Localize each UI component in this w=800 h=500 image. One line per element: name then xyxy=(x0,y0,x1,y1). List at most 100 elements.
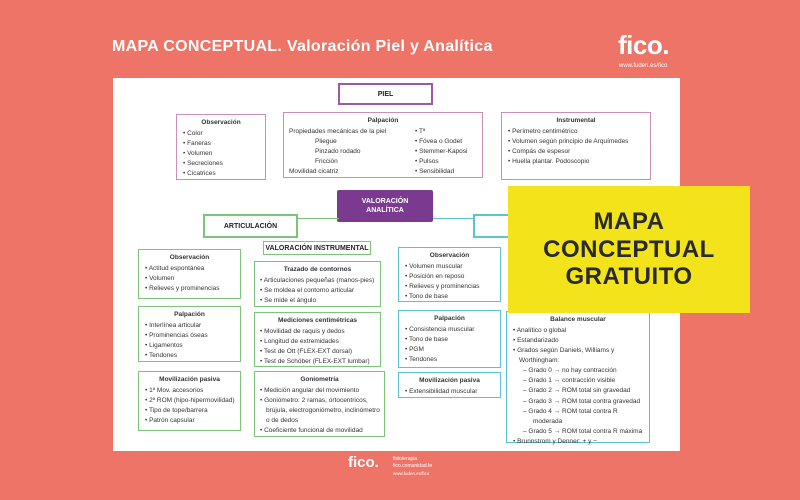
list-item: • Prominencias óseas xyxy=(145,332,208,340)
footer-brand-line1: fisioterapia xyxy=(393,456,418,462)
list-item: • Patrón capsular xyxy=(145,417,195,425)
mus-observacion-box: Observación • Volumen muscular• Posición… xyxy=(398,247,501,302)
list-item: • Test de Schöber (FLEX-EXT lumbar) xyxy=(260,358,370,366)
list-item: • Volumen xyxy=(145,275,175,283)
goniometria-box: Goniometría • Medición angular del movim… xyxy=(254,371,385,437)
mediciones-box: Mediciones centimétricas • Movilidad de … xyxy=(254,312,381,367)
list-item: • Estandarizado xyxy=(513,337,559,345)
art-palpacion-title: Palpación xyxy=(174,311,205,318)
list-item: • Sensibilidad xyxy=(415,168,455,176)
list-item: • Pulsos xyxy=(415,158,439,166)
list-item: Movilidad cicatriz xyxy=(289,168,339,176)
valoracion-instrumental-text: VALORACIÓN INSTRUMENTAL xyxy=(265,244,369,252)
list-item: • Movilidad de raquis y dedos xyxy=(260,328,345,336)
list-item: • Ligamentos xyxy=(145,342,183,350)
list-item: • Volumen muscular xyxy=(405,263,463,271)
valoracion-analitica-node: VALORACIÓN ANALÍTICA xyxy=(337,190,433,222)
art-palpacion-list: • Interlínea articular • Prominencias óse… xyxy=(145,321,234,361)
list-item: – Grado 5 → ROM total contra R máxima xyxy=(523,427,643,435)
list-item: Propiedades mecánicas de la piel xyxy=(289,128,387,136)
list-item: • Faneras xyxy=(183,140,211,148)
list-item: • Actitud espontánea xyxy=(145,265,205,273)
list-item: Pliegue xyxy=(315,138,337,146)
list-item: • 2ª ROM (hipo-hipermovilidad) xyxy=(145,397,235,405)
list-item: moderada xyxy=(533,417,563,425)
list-item: • Brunnstrom y Denner: + y − xyxy=(513,437,597,445)
list-item: • Tendones xyxy=(405,356,438,364)
list-item: • Fóvea o Godet xyxy=(415,138,463,146)
balance-box: Balance muscular • Analítico o global • … xyxy=(506,311,650,445)
list-item: • Tendones xyxy=(145,352,178,360)
piel-instrumental-list: • Perímetro centimétrico • Volumen según … xyxy=(508,127,644,167)
footer-brand-line2: fico.comunidad.fe xyxy=(393,462,433,469)
list-item: • Relieves y prominencias xyxy=(145,285,220,293)
list-item: • PGM xyxy=(405,346,424,354)
list-item: • Longitud de extremidades xyxy=(260,338,339,346)
mus-palpacion-box: Palpación • Consistencia muscular• Tono … xyxy=(398,310,501,368)
balance-grades: – Grado 0 → no hay contracción – Grado 1… xyxy=(513,366,643,436)
list-item: – Grado 3 → ROM total contra gravedad xyxy=(523,397,641,405)
list-item: o de dedos xyxy=(266,417,299,425)
mus-movilizacion-box: Movilización pasiva • Extensibilidad mus… xyxy=(398,372,501,398)
piel-instrumental-title: Instrumental xyxy=(556,117,596,124)
articulacion-label-text: ARTICULACIÓN xyxy=(223,222,278,230)
goniometria-title: Goniometría xyxy=(300,376,339,383)
center-line2: ANALÍTICA xyxy=(366,207,404,214)
mus-movilizacion-list: • Extensibilidad muscular xyxy=(405,387,494,397)
list-item: • Volumen xyxy=(183,150,213,158)
promo-line: MAPA xyxy=(593,208,665,236)
list-item: – Grado 1 → contracción visible xyxy=(523,377,616,385)
mus-observacion-list: • Volumen muscular • Posición en reposo • … xyxy=(405,262,494,302)
piel-observacion-title: Observación xyxy=(201,119,241,126)
promo-line: GRATUITO xyxy=(565,263,693,291)
list-item: • Perímetro centimétrico xyxy=(508,128,578,136)
piel-palpacion-col1: Propiedades mecánicas de la piel Pliegue… xyxy=(289,127,409,177)
connector-line xyxy=(433,218,508,219)
piel-instrumental-box: Instrumental • Perímetro centimétrico • V… xyxy=(501,112,651,180)
balance-title: Balance muscular xyxy=(550,316,606,323)
list-item: • Tono de base xyxy=(405,293,448,301)
list-item: Pinzado rodado xyxy=(315,148,361,156)
list-item: • Huella plantar. Podoscopio xyxy=(508,158,590,166)
art-movilizacion-title: Movilización pasiva xyxy=(159,376,220,383)
list-item: • Test de Ott (FLEX-EXT dorsal) xyxy=(260,348,352,356)
trazado-box: Trazado de contornos • Articulaciones pe… xyxy=(254,261,381,307)
list-item: • Tipo de tope/barrera xyxy=(145,407,208,415)
piel-observacion-box: Observación • Color• Faneras• Volumen• S… xyxy=(176,114,266,180)
art-movilizacion-box: Movilización pasiva • 1ª Mov. accesorios… xyxy=(138,371,241,431)
logo-url: www.fuden.es/fico xyxy=(619,63,668,69)
promo-badge: MAPA CONCEPTUAL GRATUITO xyxy=(508,186,750,313)
piel-observacion-list: • Color• Faneras• Volumen• Secreciones• … xyxy=(183,129,259,179)
list-item: • Articulaciones pequeñas (manos-pies) xyxy=(260,277,375,285)
art-movilizacion-list: • 1ª Mov. accesorios• 2ª ROM (hipo-hiper… xyxy=(145,386,235,426)
list-item: brújula, electrogoniómetro, inclinómetro xyxy=(266,407,380,415)
page-title: MAPA CONCEPTUAL. Valoración Piel y Analí… xyxy=(112,38,493,55)
mediciones-list: • Movilidad de raquis y dedos • Longitud … xyxy=(260,327,375,367)
list-item: • Cicatrices xyxy=(183,170,216,178)
list-item: • Extensibilidad muscular xyxy=(405,388,478,396)
trazado-title: Trazado de contornos xyxy=(283,266,352,273)
list-item: • Consistencia muscular xyxy=(405,326,475,334)
footer-url: www.fuden.es/fico xyxy=(393,471,430,476)
list-item: – Grado 2 → ROM total sin gravedad xyxy=(523,387,631,395)
list-item: Worthingham: xyxy=(519,357,560,365)
list-item: • Tono de base xyxy=(405,336,448,344)
list-item: • Interlínea articular xyxy=(145,322,202,330)
list-item: • Goniómetro: 2 ramas, ortocentricos, xyxy=(260,397,368,405)
list-item: – Grado 4 → ROM total contra R xyxy=(523,407,618,415)
list-item: • Volumen según principio de Arquímedes xyxy=(508,138,629,146)
list-item: • Stemmer-Kaposi xyxy=(415,148,468,156)
list-item: • Relieves y prominencias xyxy=(405,283,480,291)
list-item: – Grado 0 → no hay contracción xyxy=(523,367,617,375)
piel-palpacion-title: Palpación xyxy=(367,117,399,124)
list-item: Fricción xyxy=(315,158,338,166)
connector-line xyxy=(271,218,339,219)
articulacion-label: ARTICULACIÓN xyxy=(203,214,298,238)
list-item: • Secreciones xyxy=(183,160,223,168)
mediciones-title: Mediciones centimétricas xyxy=(277,317,358,324)
fico-logo: fico. xyxy=(618,30,669,60)
piel-palpacion-col2: • Tª• Fóvea o Godet• Stemmer-Kaposi• Pul… xyxy=(409,127,468,177)
art-observacion-title: Observación xyxy=(169,254,210,261)
list-item: • Posición en reposo xyxy=(405,273,465,281)
mus-palpacion-list: • Consistencia muscular • Tono de base • P… xyxy=(405,325,494,365)
